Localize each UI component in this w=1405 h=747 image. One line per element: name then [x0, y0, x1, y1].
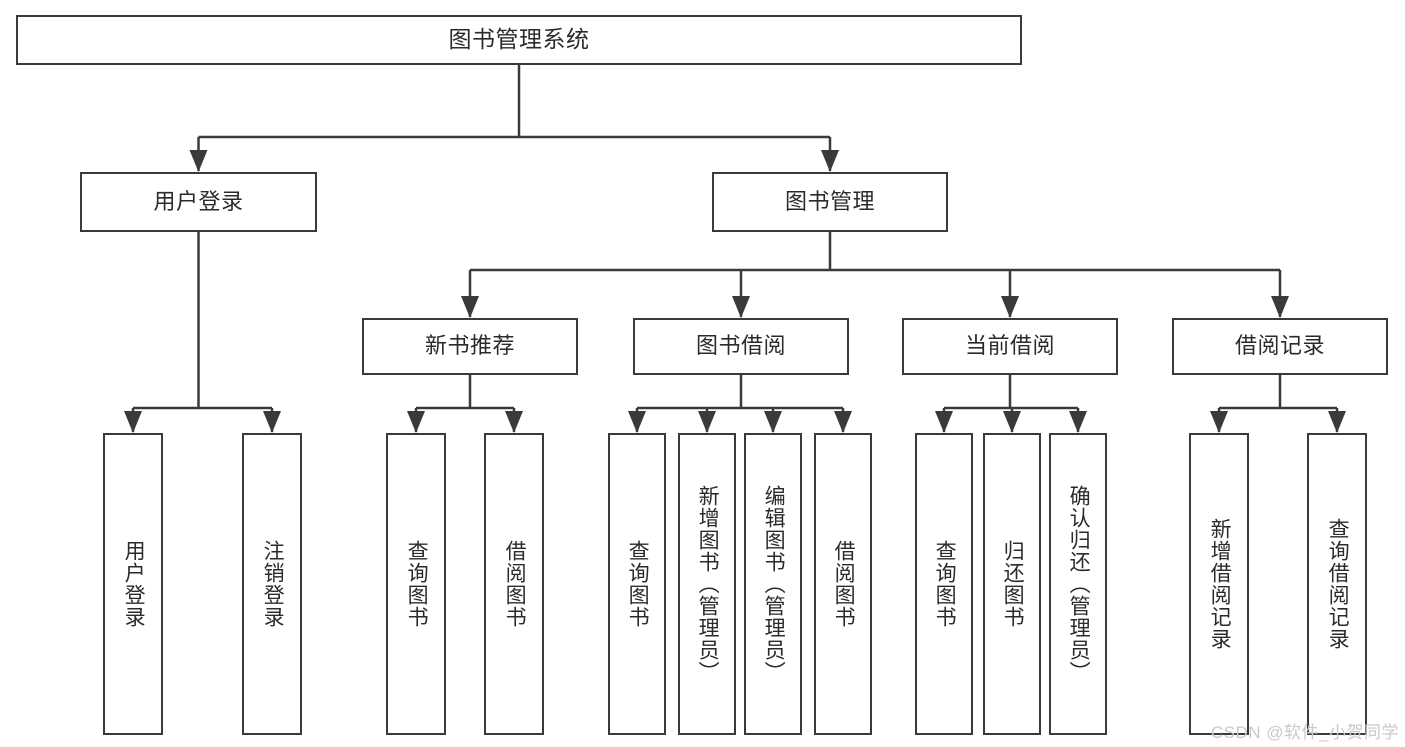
node-book-borrow[interactable]: 图书借阅 — [633, 318, 849, 375]
arrowhead-leaf-user-login — [124, 411, 142, 433]
node-label-leaf-user-login: 用户登录 — [122, 540, 146, 628]
node-label-leaf-borrow-book-1: 借阅图书 — [503, 540, 527, 628]
arrowhead-leaf-confirm-return — [1069, 411, 1087, 433]
arrowhead-leaf-add-book — [698, 411, 716, 433]
node-leaf-return-book[interactable]: 归还图书 — [983, 433, 1041, 735]
arrowhead-book-manage — [821, 150, 839, 172]
node-leaf-borrow-book-1[interactable]: 借阅图书 — [484, 433, 544, 735]
node-leaf-query-book-1[interactable]: 查询图书 — [386, 433, 446, 735]
node-label-book-manage: 图书管理 — [784, 188, 875, 214]
arrowhead-borrow-record — [1271, 296, 1289, 318]
node-new-book-rec[interactable]: 新书推荐 — [362, 318, 578, 375]
node-leaf-query-record[interactable]: 查询借阅记录 — [1307, 433, 1367, 735]
node-leaf-confirm-return[interactable]: 确认归还（管理员） — [1049, 433, 1107, 735]
arrowhead-leaf-borrow-book-1 — [505, 411, 523, 433]
node-label-leaf-confirm-return: 确认归还（管理员） — [1067, 485, 1091, 683]
node-root[interactable]: 图书管理系统 — [16, 15, 1022, 65]
arrowhead-current-borrow — [1001, 296, 1019, 318]
node-leaf-add-record[interactable]: 新增借阅记录 — [1189, 433, 1249, 735]
node-label-leaf-edit-book: 编辑图书（管理员） — [762, 485, 786, 683]
node-leaf-query-book-3[interactable]: 查询图书 — [915, 433, 973, 735]
node-label-new-book-rec: 新书推荐 — [424, 333, 515, 359]
node-label-leaf-query-record: 查询借阅记录 — [1326, 518, 1350, 650]
node-leaf-query-book-2[interactable]: 查询图书 — [608, 433, 666, 735]
node-current-borrow[interactable]: 当前借阅 — [902, 318, 1118, 375]
node-leaf-logout[interactable]: 注销登录 — [242, 433, 302, 735]
node-label-leaf-return-book: 归还图书 — [1001, 540, 1025, 628]
node-user-login[interactable]: 用户登录 — [80, 172, 317, 232]
node-leaf-user-login[interactable]: 用户登录 — [103, 433, 163, 735]
node-borrow-record[interactable]: 借阅记录 — [1172, 318, 1388, 375]
arrowhead-book-borrow — [732, 296, 750, 318]
arrowhead-leaf-query-book-2 — [628, 411, 646, 433]
arrowhead-leaf-return-book — [1003, 411, 1021, 433]
node-label-leaf-logout: 注销登录 — [261, 540, 285, 628]
arrowhead-leaf-query-book-3 — [935, 411, 953, 433]
arrowhead-leaf-logout — [263, 411, 281, 433]
watermark-text: CSDN @软件_小贺同学 — [1210, 723, 1399, 742]
arrowhead-user-login — [189, 150, 208, 172]
node-leaf-add-book[interactable]: 新增图书（管理员） — [678, 433, 736, 735]
arrowhead-leaf-query-record — [1328, 411, 1346, 433]
node-label-book-borrow: 图书借阅 — [695, 333, 786, 359]
arrowhead-leaf-add-record — [1210, 411, 1228, 433]
node-label-leaf-query-book-2: 查询图书 — [626, 540, 650, 628]
node-label-leaf-borrow-book-2: 借阅图书 — [832, 540, 856, 628]
arrowhead-leaf-query-book-1 — [407, 411, 425, 433]
node-label-current-borrow: 当前借阅 — [964, 333, 1055, 359]
arrowhead-new-book-rec — [461, 296, 479, 318]
node-leaf-borrow-book-2[interactable]: 借阅图书 — [814, 433, 872, 735]
node-leaf-edit-book[interactable]: 编辑图书（管理员） — [744, 433, 802, 735]
node-label-leaf-query-book-1: 查询图书 — [405, 540, 429, 628]
arrowhead-leaf-edit-book — [764, 411, 782, 433]
node-label-root: 图书管理系统 — [448, 26, 590, 53]
node-label-leaf-add-book: 新增图书（管理员） — [696, 485, 720, 683]
node-label-leaf-query-book-3: 查询图书 — [933, 540, 957, 628]
node-book-manage[interactable]: 图书管理 — [712, 172, 948, 232]
node-label-user-login: 用户登录 — [153, 188, 244, 214]
arrowhead-leaf-borrow-book-2 — [834, 411, 852, 433]
node-label-leaf-add-record: 新增借阅记录 — [1208, 518, 1232, 650]
node-label-borrow-record: 借阅记录 — [1234, 333, 1325, 359]
